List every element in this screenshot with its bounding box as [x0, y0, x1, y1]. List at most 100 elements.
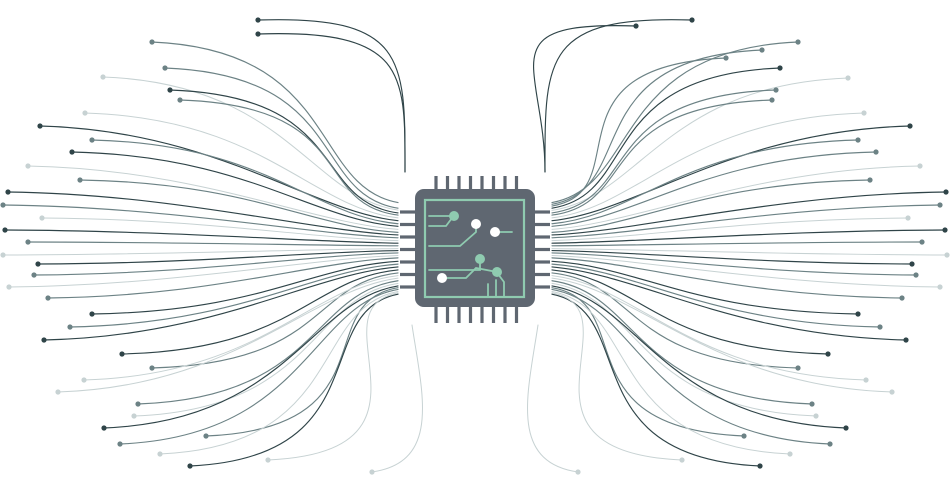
wire-endpoint-dot-icon [937, 202, 943, 208]
wire-endpoint-dot-icon [89, 137, 95, 143]
microchip-icon [400, 176, 550, 323]
circuit-wires [0, 17, 950, 475]
chip-pin [445, 306, 450, 323]
chip-pin [400, 210, 418, 214]
chip-node-white [437, 273, 447, 283]
wire-endpoint-dot-icon [679, 457, 685, 463]
chip-trace [428, 217, 453, 227]
circuit-wire-icon [551, 292, 683, 461]
chip-pin [434, 306, 438, 323]
wire-endpoint-dot-icon [255, 17, 261, 23]
circuit-wire-icon [551, 41, 799, 204]
circuit-wire-icon [91, 260, 399, 315]
chip-pin [400, 247, 418, 252]
circuit-wire-icon [371, 324, 423, 473]
chip-inner-border [423, 198, 526, 299]
circuit-wire-icon [47, 257, 399, 299]
circuit-wire-icon [551, 204, 941, 239]
wire-endpoint-dot-icon [909, 261, 915, 267]
wire-endpoint-dot-icon [863, 377, 869, 383]
chip-node-green [449, 211, 459, 221]
circuit-wire-icon [551, 269, 829, 355]
wire-endpoint-dot-icon [905, 215, 911, 221]
wire-endpoint-dot-icon [2, 227, 8, 233]
circuit-wire-icon [137, 280, 399, 405]
chip-node-green [492, 267, 502, 277]
wire-endpoint-dot-icon [265, 457, 271, 463]
circuit-wire-icon [551, 275, 867, 381]
chip-node-green [475, 254, 485, 264]
chip-pin [491, 176, 496, 192]
circuit-wire-icon [91, 139, 399, 225]
wire-endpoint-dot-icon [889, 389, 895, 395]
wire-endpoint-dot-icon [845, 75, 851, 81]
circuit-wire-icon [133, 282, 399, 417]
wire-endpoint-dot-icon [69, 149, 75, 155]
circuit-wire-icon [189, 293, 399, 467]
circuit-wire-icon [257, 33, 406, 173]
wire-endpoint-dot-icon [31, 272, 37, 278]
chip-pin [400, 285, 418, 289]
circuit-wire-icon [551, 282, 817, 417]
chip-pin [468, 306, 473, 323]
wire-endpoint-dot-icon [255, 31, 261, 37]
chip-pin [480, 306, 484, 323]
circuit-wire-icon [551, 77, 849, 211]
wire-endpoint-dot-icon [37, 123, 43, 129]
circuit-wire-icon [267, 292, 399, 461]
chip-pin [445, 176, 450, 192]
circuit-wire-icon [27, 165, 399, 230]
circuit-wire-icon [179, 99, 399, 216]
chip-node-white [471, 219, 481, 229]
wire-endpoint-dot-icon [944, 252, 950, 258]
wire-endpoint-dot-icon [689, 17, 695, 23]
circuit-wire-icon [551, 249, 913, 265]
circuit-wire-icon [257, 19, 406, 173]
wire-endpoint-dot-icon [773, 87, 779, 93]
chip-pin [514, 176, 519, 192]
circuit-wire-icon [37, 249, 399, 265]
circuit-wire-icon [7, 191, 399, 236]
wire-endpoint-dot-icon [575, 469, 581, 475]
chip-pin [400, 260, 418, 264]
circuit-wire-icon [551, 280, 813, 405]
circuit-wire-icon [39, 125, 399, 222]
wire-endpoint-dot-icon [77, 177, 83, 183]
wire-endpoint-dot-icon [187, 463, 193, 469]
chip-body [415, 189, 535, 307]
wire-endpoint-dot-icon [149, 39, 155, 45]
circuit-wire-icon [4, 229, 399, 244]
wire-endpoint-dot-icon [117, 441, 123, 447]
circuit-wire-icon [57, 277, 399, 393]
chip-trace [441, 267, 498, 279]
chip-pin [400, 222, 418, 227]
circuit-wire-icon [2, 248, 399, 256]
circuit-wire-icon [551, 293, 761, 467]
chip-pin [400, 235, 418, 239]
chip-pin [480, 176, 484, 192]
circuit-wire-icon [551, 217, 909, 242]
circuit-wire-icon [551, 112, 865, 219]
wire-endpoint-dot-icon [0, 202, 6, 208]
wire-endpoint-dot-icon [855, 311, 861, 317]
wire-endpoint-dot-icon [89, 311, 95, 317]
wire-endpoint-dot-icon [877, 324, 883, 330]
chip-pin [532, 260, 550, 264]
circuit-wire-icon [551, 257, 903, 299]
wire-endpoint-dot-icon [942, 227, 948, 233]
chip-pin [532, 210, 550, 214]
chip-pin [532, 247, 550, 252]
circuit-wire-icon [551, 263, 881, 328]
wire-endpoint-dot-icon [35, 261, 41, 267]
chip-pin [491, 306, 496, 323]
circuit-wire-icon [83, 275, 399, 381]
circuit-wire-icon [551, 277, 893, 393]
wire-endpoint-dot-icon [369, 469, 375, 475]
wire-endpoint-dot-icon [943, 189, 949, 195]
chip-pin [457, 306, 461, 323]
wire-endpoint-dot-icon [769, 97, 775, 103]
wire-endpoint-dot-icon [795, 39, 801, 45]
wire-endpoint-dot-icon [5, 189, 11, 195]
